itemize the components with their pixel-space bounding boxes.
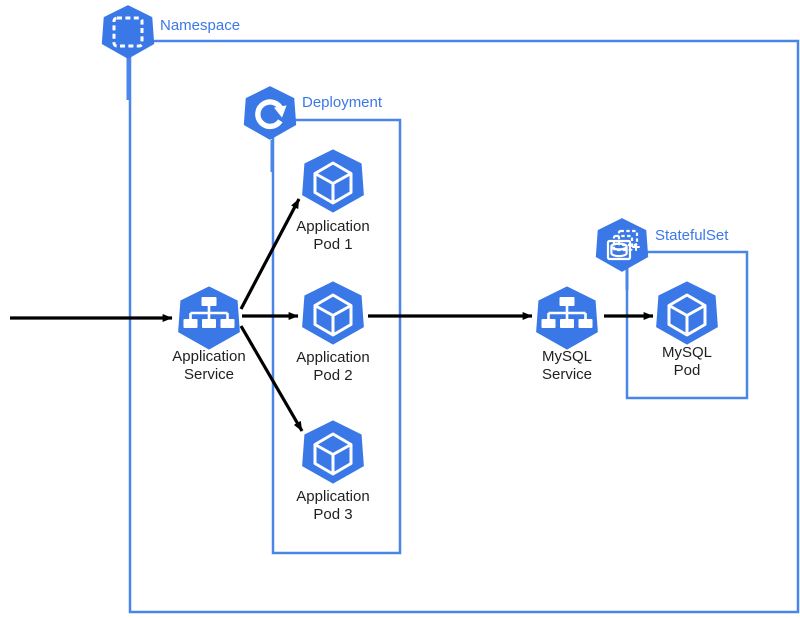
mysql-pod-icon	[656, 281, 718, 345]
namespace-icon	[101, 5, 155, 59]
statefulset-icon	[595, 218, 649, 272]
application-pod-1-icon	[302, 149, 364, 213]
statefulset-box	[625, 250, 749, 400]
application-pod-3-icon	[302, 420, 364, 484]
namespace-box	[128, 39, 800, 614]
application-service-icon	[178, 286, 240, 350]
service-to-pod-1-arrow	[239, 198, 301, 310]
service-to-pod-3-arrow	[239, 325, 304, 432]
application-pod-2-icon	[302, 281, 364, 345]
mysql-service-icon	[536, 286, 598, 350]
deployment-icon	[243, 86, 297, 140]
deployment-box	[271, 118, 402, 555]
